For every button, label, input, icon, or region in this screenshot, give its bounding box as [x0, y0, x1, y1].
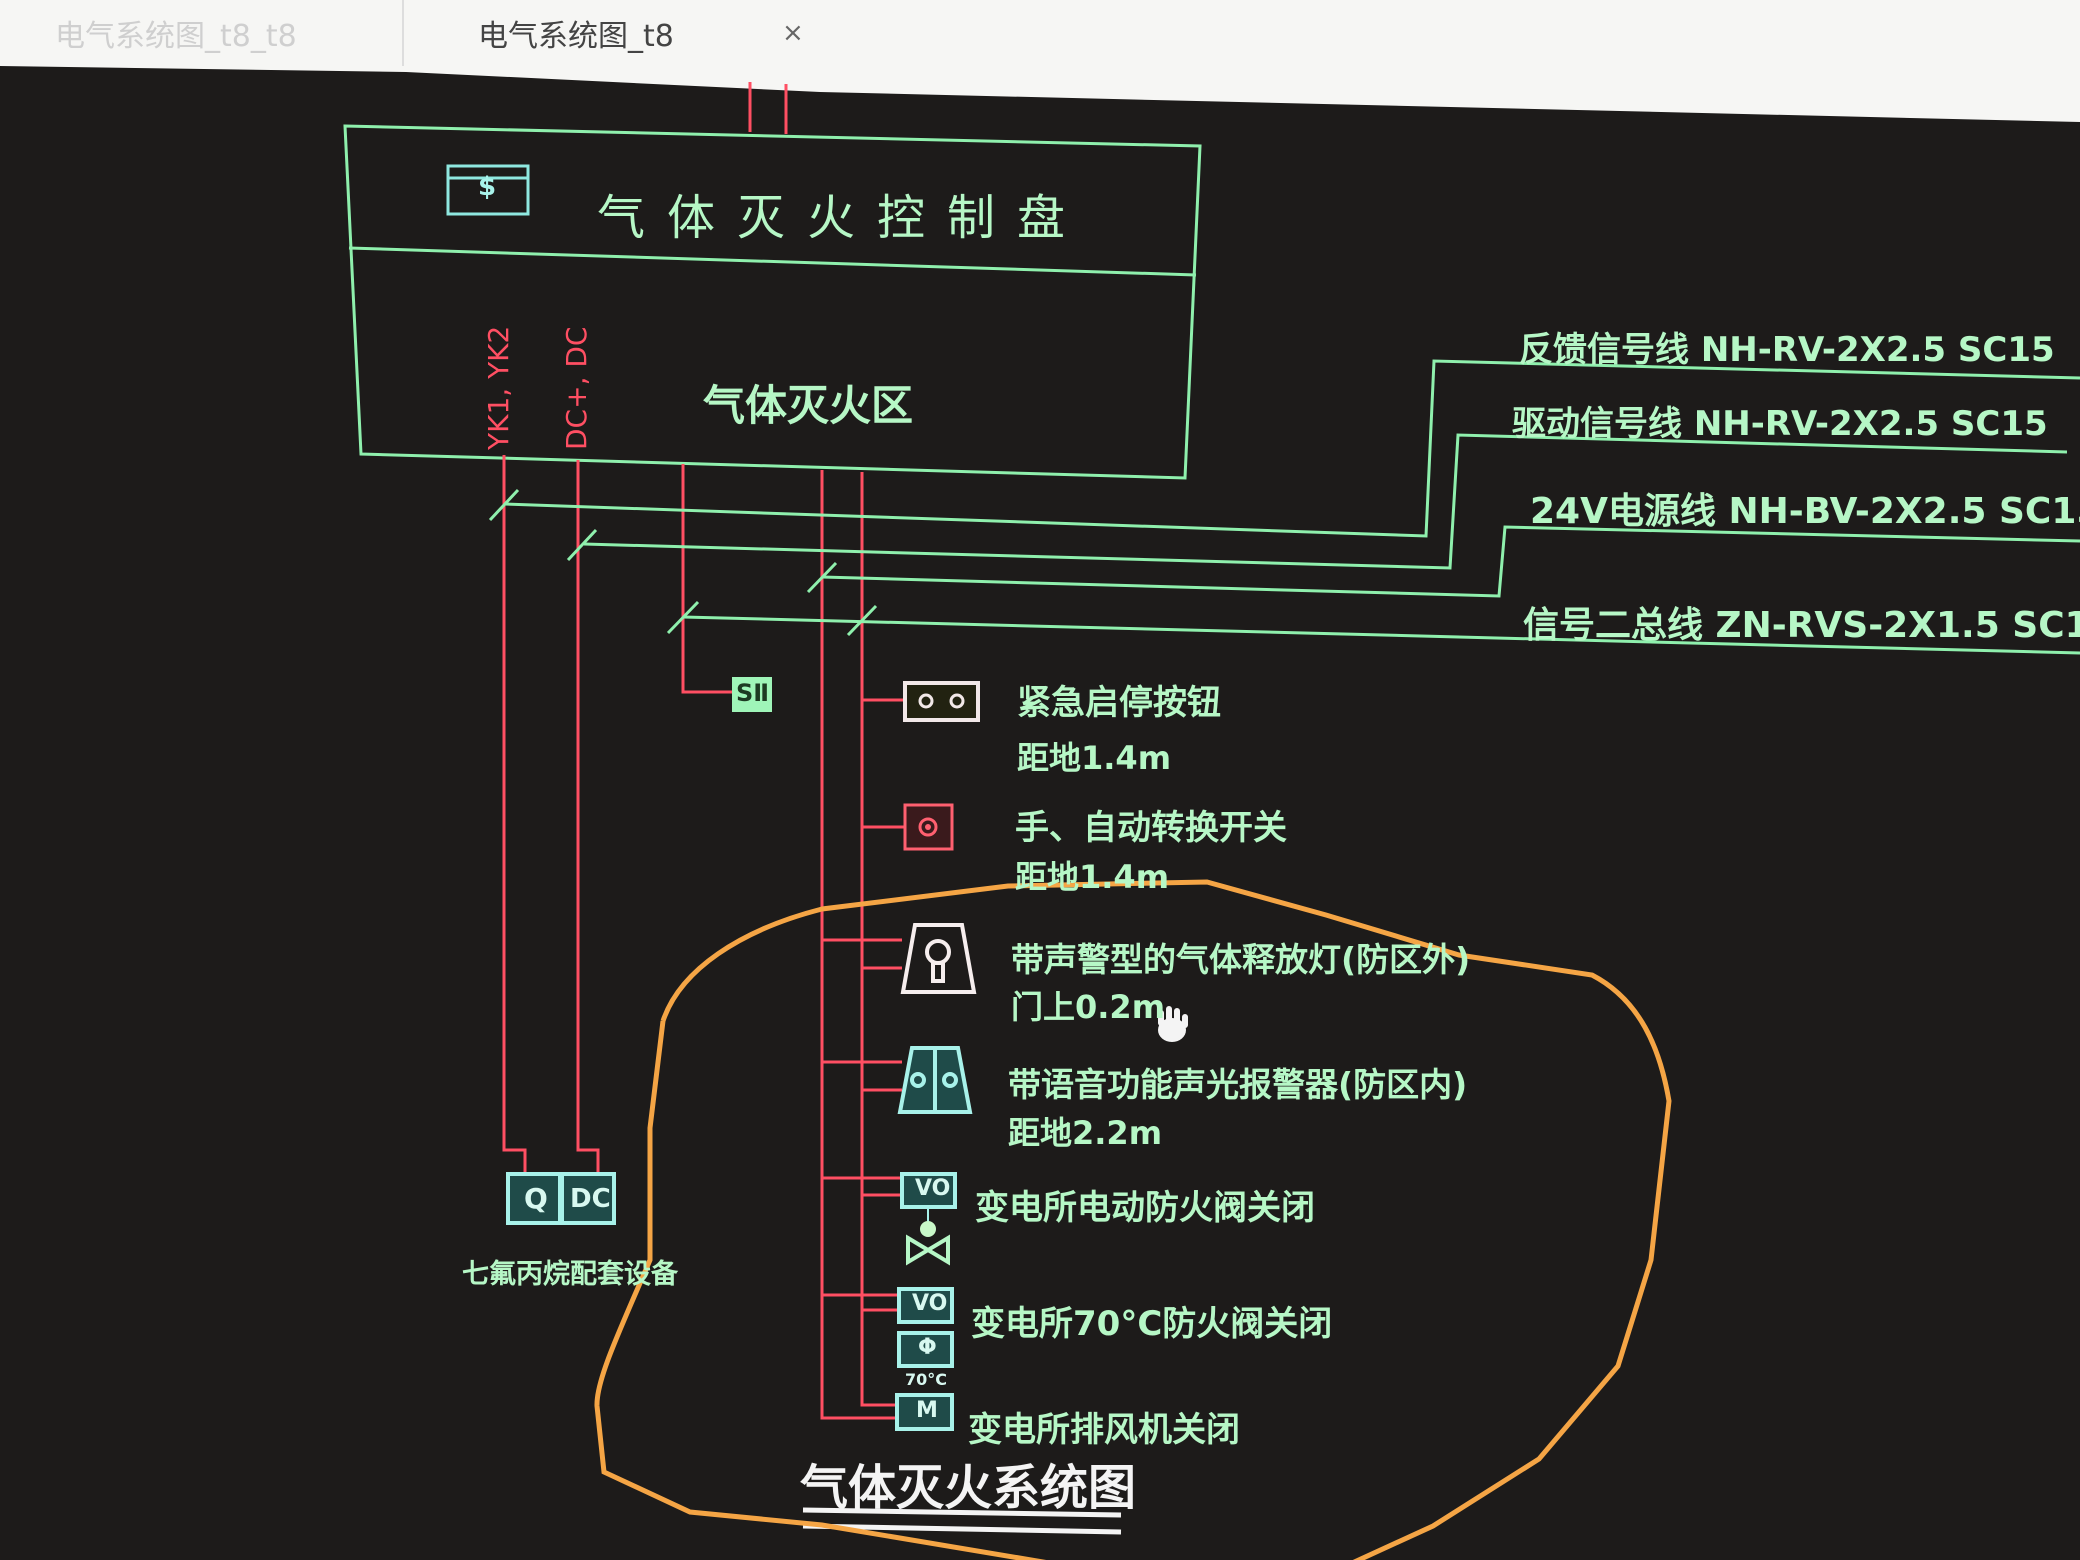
wire-bus-b: [860, 472, 897, 1407]
cable-label-feedback: 反馈信号线 NH-RV-2X2.5 SC15: [1519, 330, 2055, 370]
wire-s2: [681, 464, 732, 694]
zone-label: 气体灭火区: [703, 381, 914, 430]
device-label: 紧急启停按钮: [1017, 683, 1221, 723]
device-label: 变电所电动防火阀关闭: [975, 1188, 1315, 1228]
wire-bus-a: [820, 470, 897, 1420]
panel-icon: [446, 164, 530, 216]
close-icon[interactable]: ×: [782, 18, 804, 48]
wire-yk: [502, 455, 527, 1174]
q-label: Q: [524, 1182, 548, 1215]
panel-title: 气体灭火控制盘: [597, 190, 1088, 246]
tab-label: 电气系统图_t8: [478, 19, 674, 54]
emergency-stop-button-symbol[interactable]: [903, 681, 980, 722]
hand-cursor-icon: [1158, 1006, 1188, 1042]
dc-label: DC+, DC: [560, 326, 593, 450]
cable-line: [583, 433, 2068, 570]
device-note: 距地1.4m: [1017, 739, 1172, 777]
device-label: 带声警型的气体释放灯(防区外): [1011, 940, 1471, 979]
fire-damper-70c-symbol[interactable]: [897, 1287, 954, 1368]
manual-auto-switch-symbol[interactable]: [903, 803, 954, 851]
tab-inactive[interactable]: 电气系统图_t8_t8: [0, 0, 404, 66]
tab-active[interactable]: 电气系统图_t8 ×: [406, 0, 818, 66]
gas-release-light-symbol[interactable]: [900, 923, 977, 994]
cable-label-drive: 驱动信号线 NH-RV-2X2.5 SC15: [1512, 404, 2048, 444]
vo-box-label: VO: [912, 1291, 948, 1316]
s2-label: SⅡ: [736, 679, 770, 707]
tab-label: 电气系统图_t8_t8: [55, 19, 297, 54]
yk-label: YK1, YK2: [482, 325, 515, 450]
dc-box-label: DC: [570, 1184, 611, 1214]
drawing-title: 气体灭火系统图: [800, 1460, 1137, 1516]
control-panel-box[interactable]: [343, 124, 1202, 480]
device-note: 门上0.2m: [1011, 988, 1166, 1026]
s2-module[interactable]: [732, 677, 772, 712]
wire-dc: [576, 460, 600, 1174]
annotation-loop: [594, 879, 1672, 1560]
device-label: 变电所排风机关闭: [968, 1410, 1240, 1450]
cable-line: [682, 615, 2080, 655]
vo-box-label: VO: [915, 1176, 951, 1201]
device-note: 距地1.4m: [1015, 858, 1170, 896]
temperature-label: 70°C: [905, 1370, 948, 1389]
m-box-label: M: [916, 1398, 938, 1423]
device-note: 距地2.2m: [1008, 1114, 1163, 1152]
cable-label-bus: 信号二总线 ZN-RVS-2X1.5 SC15: [1523, 605, 2080, 646]
phi-box-label: Φ: [918, 1335, 937, 1360]
sound-light-alarm-symbol[interactable]: [897, 1046, 973, 1114]
panel-icon-label: $: [478, 172, 497, 202]
heptafluoropropane-equipment-symbol[interactable]: [506, 1172, 616, 1225]
device-label: 变电所70°C防火阀关闭: [971, 1304, 1333, 1344]
cable-line: [821, 525, 2080, 598]
device-label: 带语音功能声光报警器(防区内): [1008, 1065, 1468, 1104]
tab-bar: [0, 0, 2080, 122]
exhaust-fan-symbol[interactable]: [895, 1393, 954, 1431]
cable-label-power: 24V电源线 NH-BV-2X2.5 SC15: [1530, 491, 2080, 532]
cable-line: [503, 359, 2080, 538]
equipment-label: 七氟丙烷配套设备: [462, 1259, 678, 1290]
motorized-damper-symbol[interactable]: [900, 1172, 957, 1266]
device-label: 手、自动转换开关: [1015, 808, 1287, 848]
